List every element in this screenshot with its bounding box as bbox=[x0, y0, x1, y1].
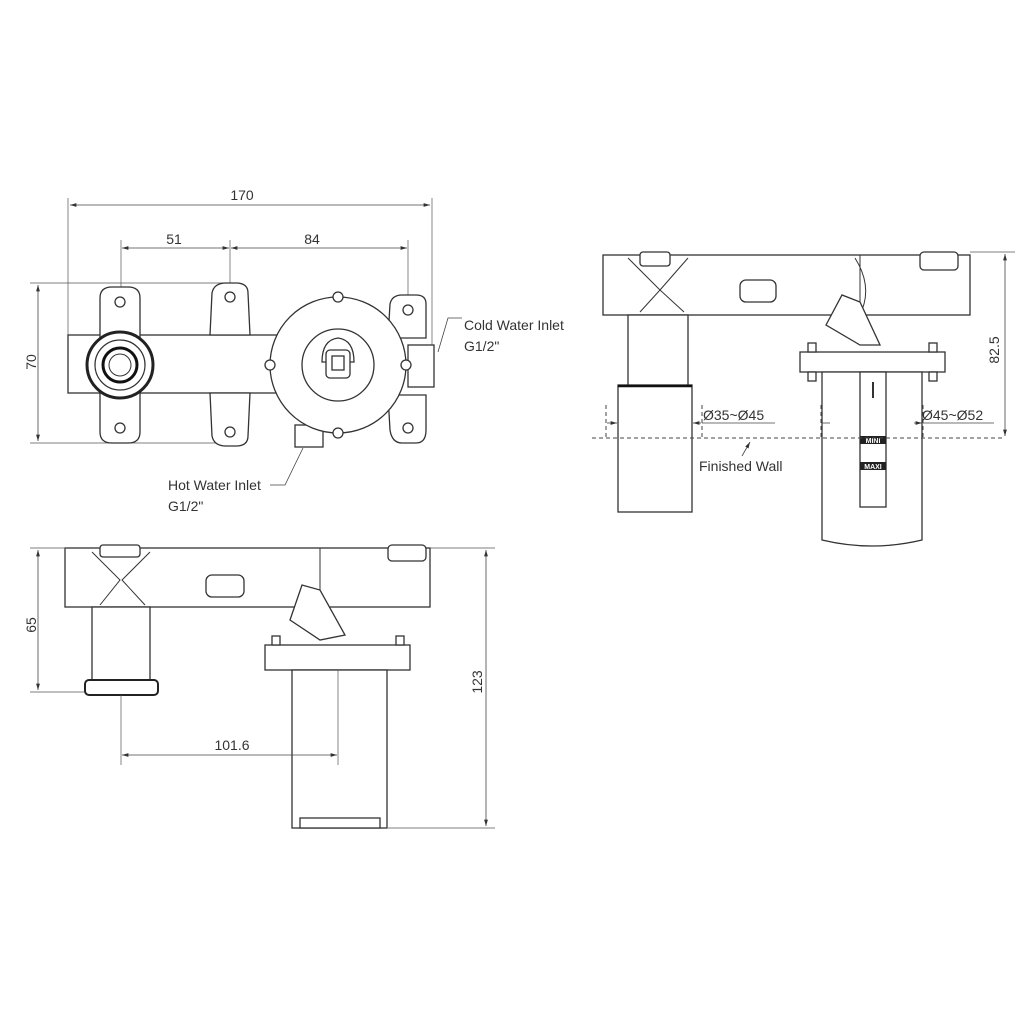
finished-wall-label: Finished Wall bbox=[699, 458, 783, 474]
cold-inlet-label: Cold Water Inlet bbox=[464, 317, 564, 333]
dim-82-5: 82.5 bbox=[986, 336, 1002, 363]
hot-inlet-thread: G1/2" bbox=[168, 498, 203, 514]
front-view: 170 51 84 70 bbox=[23, 187, 564, 514]
cold-inlet-thread: G1/2" bbox=[464, 338, 499, 354]
dim-101-6: 101.6 bbox=[214, 737, 249, 753]
gauge-min: MINI bbox=[866, 438, 881, 445]
hot-inlet-port bbox=[85, 330, 155, 400]
side-flange bbox=[799, 351, 946, 373]
hot-inlet-label: Hot Water Inlet bbox=[168, 477, 261, 493]
gauge-max: MAXI bbox=[864, 464, 882, 471]
cartridge-disc bbox=[264, 291, 412, 439]
cold-inlet-leader bbox=[437, 317, 462, 353]
dim-left-diameter: Ø35~Ø45 bbox=[703, 407, 764, 423]
bottom-nut bbox=[84, 679, 159, 696]
side-left-leg bbox=[627, 314, 689, 388]
hot-inlet-leader bbox=[270, 447, 304, 486]
cold-inlet-fitting bbox=[407, 344, 435, 388]
bottom-left-leg bbox=[91, 606, 151, 681]
bottom-cartridge-body bbox=[291, 669, 388, 829]
mounting-lugs bbox=[99, 282, 427, 447]
side-view: MINI MAXI Ø35~Ø45 Ø45~Ø52 Finished Wall … bbox=[592, 251, 1015, 547]
bottom-view: 65 123 101.6 bbox=[23, 544, 495, 829]
bottom-pipe bbox=[64, 547, 431, 608]
bottom-handle-arm bbox=[289, 584, 347, 641]
bottom-flange bbox=[264, 644, 411, 671]
dim-65: 65 bbox=[23, 617, 39, 633]
dim-right-diameter: Ø45~Ø52 bbox=[922, 407, 983, 423]
side-left-sleeve bbox=[617, 384, 693, 513]
dim-123: 123 bbox=[469, 670, 485, 694]
dim-170: 170 bbox=[230, 187, 254, 203]
dim-51: 51 bbox=[166, 231, 182, 247]
dim-70: 70 bbox=[23, 354, 39, 370]
side-handle-arm bbox=[825, 294, 882, 346]
dim-84: 84 bbox=[304, 231, 320, 247]
